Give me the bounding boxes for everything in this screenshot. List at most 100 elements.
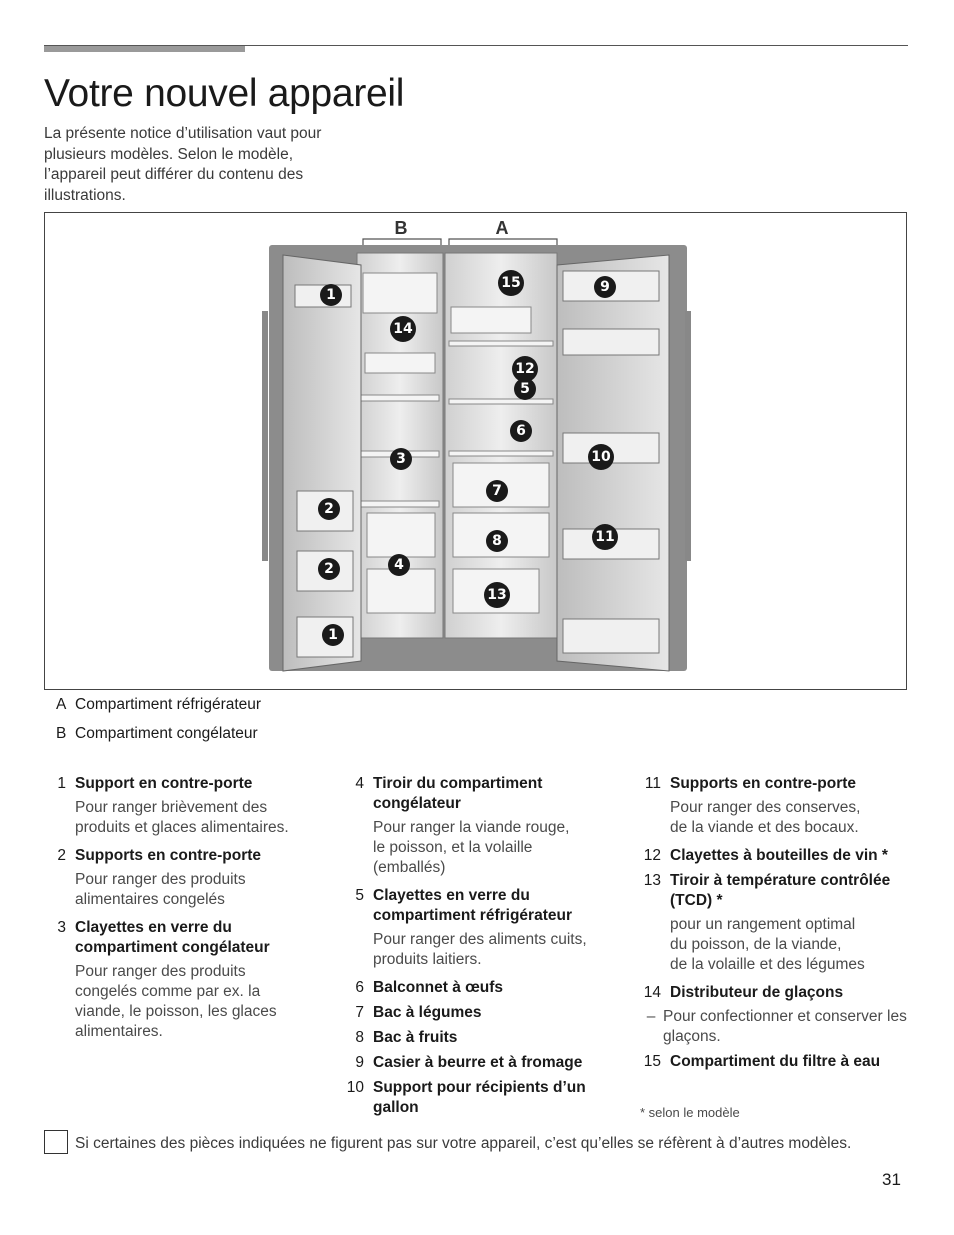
svg-text:6: 6 xyxy=(516,423,526,439)
svg-text:2: 2 xyxy=(324,501,334,517)
note-checkbox xyxy=(44,1130,68,1154)
item-number: 13 xyxy=(643,872,661,889)
header-accent-bar xyxy=(44,46,245,52)
item-label: Balconnet à œufs xyxy=(373,979,504,996)
item-number: 14 xyxy=(643,984,661,1001)
svg-text:13: 13 xyxy=(487,587,506,603)
item-label: Bac à légumes xyxy=(373,1004,482,1021)
badge-12: 12 xyxy=(512,356,538,382)
badge-14: 14 xyxy=(390,316,416,342)
svg-text:11: 11 xyxy=(595,529,614,545)
item-label: Support pour récipients d’un gallon xyxy=(373,1079,586,1116)
page-title: Votre nouvel appareil xyxy=(44,72,405,115)
item-number: 11 xyxy=(644,775,661,792)
item-description: Pour ranger brièvement des produits et g… xyxy=(75,799,289,836)
item-number: 10 xyxy=(346,1079,364,1096)
badge-10: 10 xyxy=(588,444,614,470)
item-label: Tiroir du compartiment congélateur xyxy=(373,775,543,812)
badge-13: 13 xyxy=(484,582,510,608)
footnote: * selon le modèle xyxy=(640,1105,740,1120)
parts-list-item: 7 Bac à légumes xyxy=(342,1003,617,1023)
svg-text:14: 14 xyxy=(393,321,413,337)
badge-11: 11 xyxy=(592,524,618,550)
badge-6: 6 xyxy=(510,420,532,442)
svg-text:4: 4 xyxy=(394,557,404,573)
item-number: 6 xyxy=(355,979,364,996)
item-number: 3 xyxy=(57,919,66,936)
item-number: 9 xyxy=(355,1054,364,1071)
item-number: 1 xyxy=(57,775,66,792)
item-bullet: –Pour confectionner et conserver les gla… xyxy=(646,1008,907,1045)
badge-9: 9 xyxy=(594,276,616,298)
badge-4: 4 xyxy=(388,554,410,576)
svg-text:1: 1 xyxy=(326,287,336,303)
item-label: Supports en contre-porte xyxy=(75,847,262,864)
item-number: 2 xyxy=(57,847,66,864)
item-number: 8 xyxy=(355,1029,364,1046)
parts-list-item: 15 Compartiment du filtre à eau xyxy=(639,1052,914,1072)
parts-list-item: 9 Casier à beurre et à fromage xyxy=(342,1053,617,1073)
item-description: Pour ranger des produits congelés comme … xyxy=(75,963,277,1040)
badge-8: 8 xyxy=(486,530,508,552)
svg-text:9: 9 xyxy=(600,279,610,295)
svg-text:10: 10 xyxy=(591,449,611,465)
item-label: Support en contre-porte xyxy=(75,775,253,792)
item-label: Clayettes en verre du compartiment congé… xyxy=(75,919,270,956)
item-number: 7 xyxy=(355,1004,364,1021)
svg-text:B: B xyxy=(395,218,408,238)
parts-list-item: 8 Bac à fruits xyxy=(342,1028,617,1048)
parts-list-item: 6 Balconnet à œufs xyxy=(342,978,617,998)
item-label: Compartiment du filtre à eau xyxy=(670,1053,881,1070)
item-label: Clayettes à bouteilles de vin * xyxy=(670,847,888,864)
item-number: 5 xyxy=(355,887,364,904)
item-label: Supports en contre-porte xyxy=(670,775,857,792)
item-number: 15 xyxy=(643,1053,661,1070)
badge-7: 7 xyxy=(486,480,508,502)
parts-list-item: 13 Tiroir à température contrôlée (TCD) *… xyxy=(639,871,914,975)
badge-5: 5 xyxy=(514,378,536,400)
item-number: 4 xyxy=(355,775,364,792)
badge-15: 15 xyxy=(498,270,524,296)
svg-text:1: 1 xyxy=(328,627,338,643)
parts-list-item: 14 Distributeur de glaçons –Pour confectio… xyxy=(639,983,914,1047)
badge-1-bottom: 1 xyxy=(322,624,344,646)
item-label: Clayettes en verre du compartiment réfri… xyxy=(373,887,572,924)
badge-3: 3 xyxy=(390,448,412,470)
page-number: 31 xyxy=(882,1170,901,1189)
svg-text:15: 15 xyxy=(501,275,520,291)
item-description: Pour ranger des produits alimentaires co… xyxy=(75,871,246,908)
item-description: Pour ranger des aliments cuits, produits… xyxy=(373,931,587,968)
item-description: pour un rangement optimal du poisson, de… xyxy=(670,916,865,973)
item-label: Distributeur de glaçons xyxy=(670,984,844,1001)
svg-text:3: 3 xyxy=(396,451,406,467)
item-label: Bac à fruits xyxy=(373,1029,458,1046)
svg-text:8: 8 xyxy=(492,533,502,549)
svg-text:A: A xyxy=(496,218,509,238)
item-label: Casier à beurre et à fromage xyxy=(373,1054,583,1071)
svg-text:5: 5 xyxy=(520,381,530,397)
parts-list-item: 10 Support pour récipients d’un gallon xyxy=(342,1078,617,1118)
badge-2-upper: 2 xyxy=(318,498,340,520)
svg-text:12: 12 xyxy=(515,361,534,377)
item-description: Pour ranger la viande rouge, le poisson,… xyxy=(373,819,570,876)
header-rule xyxy=(44,45,908,46)
section-brackets xyxy=(362,238,558,245)
badge-1-top: 1 xyxy=(320,284,342,306)
section-label-b: B xyxy=(395,218,408,238)
parts-list-item: 3 Clayettes en verre du compartiment cong… xyxy=(44,918,324,1042)
refrigerator-drawing: B A xyxy=(262,218,691,672)
item-label: Tiroir à température contrôlée (TCD) * xyxy=(670,872,891,909)
svg-text:2: 2 xyxy=(324,561,334,577)
refrigerator-illustration: B A xyxy=(44,212,907,690)
note-text: Si certaines des pièces indiquées ne fig… xyxy=(75,1135,852,1152)
parts-list-item: 5 Clayettes en verre du compartiment réfr… xyxy=(342,886,617,970)
badge-2-lower: 2 xyxy=(318,558,340,580)
